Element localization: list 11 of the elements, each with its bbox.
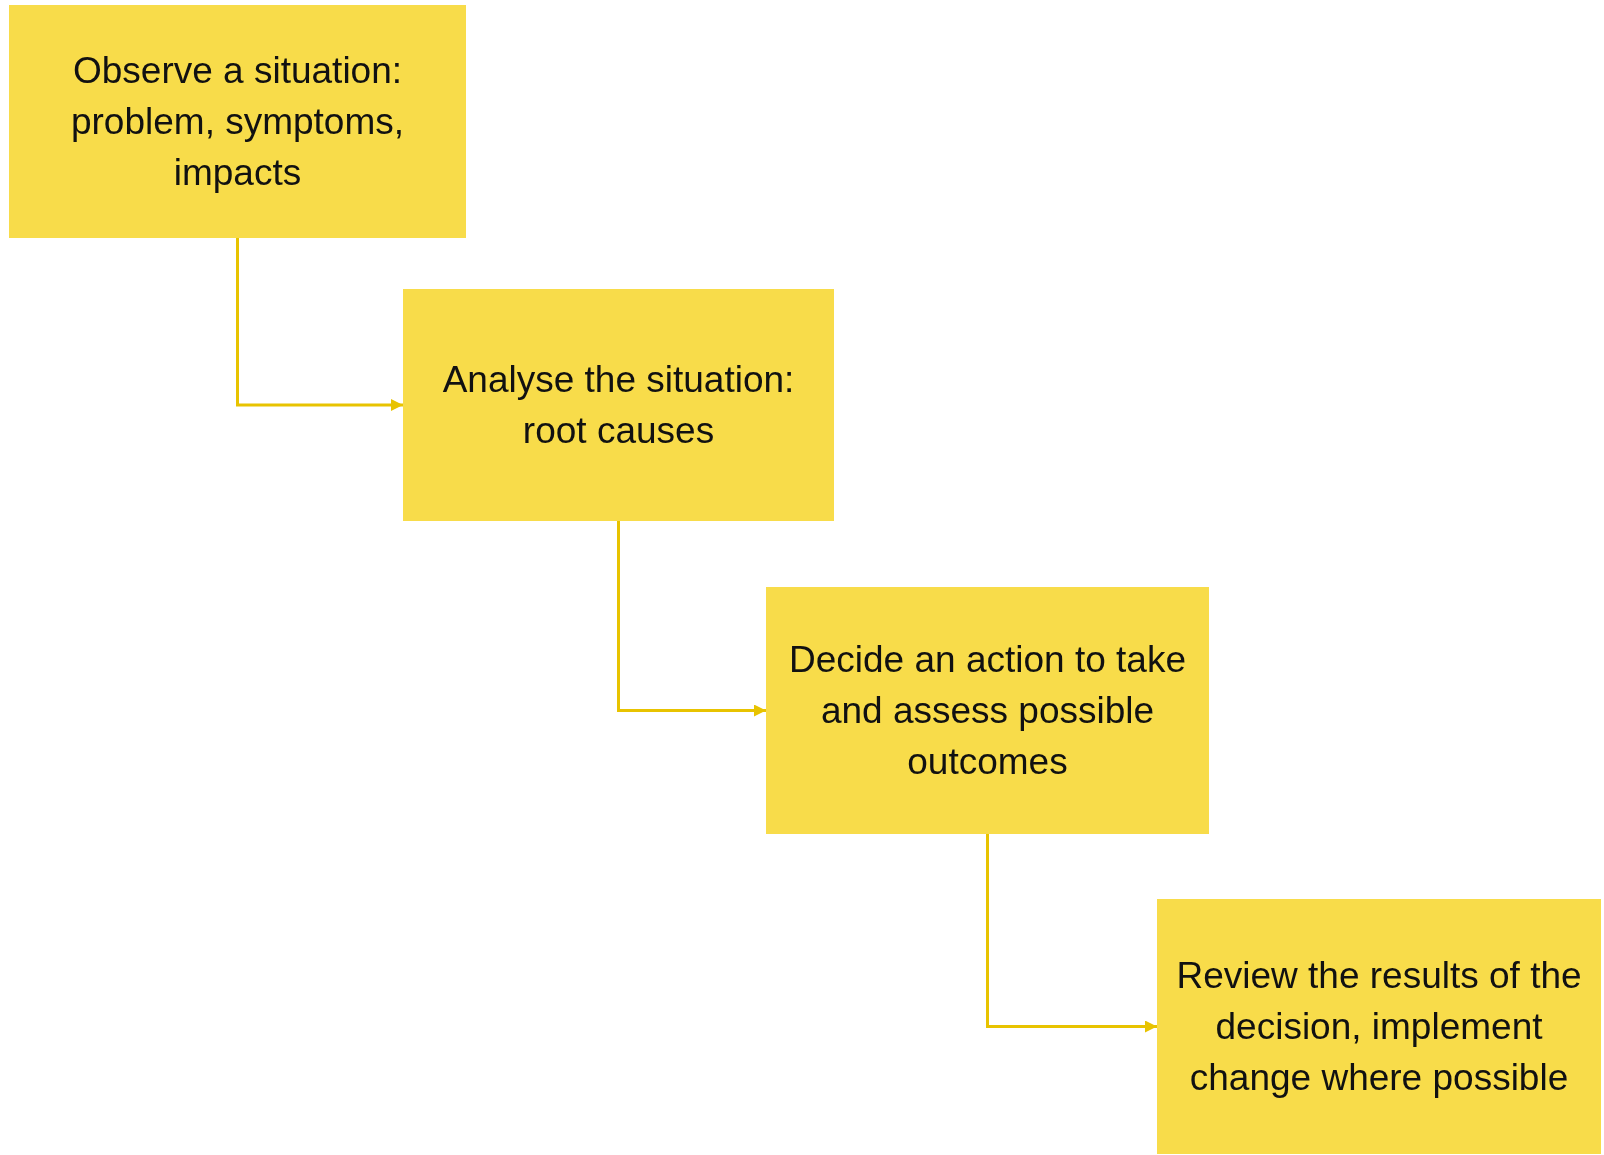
process-box	[1157, 899, 1601, 1154]
step-text: Observe a situation: problem, symptoms, impacts	[69, 49, 406, 195]
step-text: Analyse the situation: root causes	[441, 358, 796, 453]
arrow	[986, 834, 1157, 1033]
step-text: Review the results of the decision, implement change where possible	[1175, 954, 1583, 1100]
step-text: Decide an action to take and assess possible outcomes	[788, 638, 1187, 784]
process-box	[766, 587, 1209, 834]
process-box	[9, 5, 466, 238]
arrow	[236, 238, 403, 411]
process-box	[403, 289, 834, 521]
arrow	[617, 521, 766, 717]
